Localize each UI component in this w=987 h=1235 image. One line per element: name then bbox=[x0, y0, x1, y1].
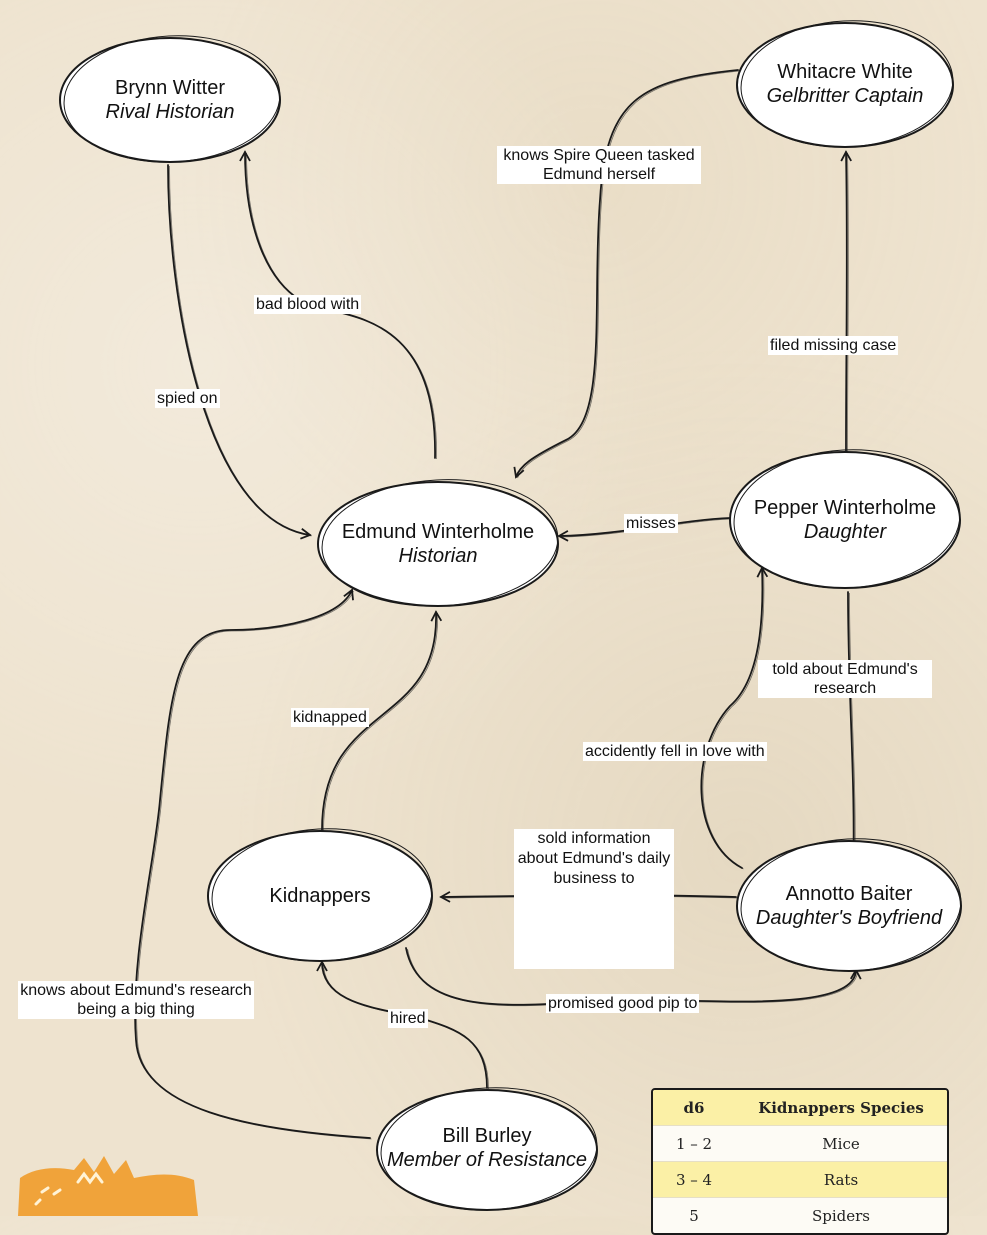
roll-cell: 3 – 4 bbox=[653, 1161, 735, 1198]
table-row: 3 – 4 Rats bbox=[653, 1161, 947, 1198]
orange-brush-logo-icon bbox=[18, 1156, 198, 1216]
node-role: Historian bbox=[398, 545, 478, 567]
node-name: Whitacre White bbox=[777, 61, 913, 83]
node-pepper[interactable]: Pepper Winterholme Daughter bbox=[730, 478, 960, 562]
node-role: Gelbritter Captain bbox=[766, 85, 924, 107]
node-edmund[interactable]: Edmund Winterholme Historian bbox=[318, 502, 558, 586]
roll-cell: 5 bbox=[653, 1197, 735, 1233]
column-header-d6: d6 bbox=[653, 1090, 735, 1126]
edge-sketch-kidnapped bbox=[323, 612, 438, 832]
node-sketch-pepper bbox=[733, 449, 961, 589]
node-role: Rival Historian bbox=[105, 101, 235, 123]
roll-cell: 1 – 2 bbox=[653, 1125, 735, 1162]
species-cell: Mice bbox=[735, 1125, 947, 1162]
node-shape-group bbox=[59, 20, 962, 1211]
edge-label-knows-queen: knows Spire Queen tasked Edmund herself bbox=[497, 146, 701, 184]
edge-label-spied-on: spied on bbox=[155, 389, 220, 408]
edge-kidnapped bbox=[321, 610, 443, 831]
node-name: Annotto Baiter bbox=[785, 883, 913, 905]
node-name: Bill Burley bbox=[442, 1125, 532, 1147]
edge-label-filed-missing: filed missing case bbox=[768, 336, 899, 355]
node-brynn[interactable]: Brynn Witter Rival Historian bbox=[60, 58, 280, 142]
node-sketch-whitacre bbox=[740, 20, 954, 148]
node-name: Kidnappers bbox=[269, 885, 371, 907]
table-header-row: d6 Kidnappers Species bbox=[653, 1090, 947, 1126]
node-sketch-annotto bbox=[740, 838, 962, 972]
node-bill[interactable]: Bill Burley Member of Resistance bbox=[372, 1106, 602, 1190]
edge-fell-in-love bbox=[700, 566, 769, 869]
species-table-grid: d6 Kidnappers Species 1 – 2 Mice 3 – 4 R… bbox=[653, 1090, 947, 1233]
node-name: Brynn Witter bbox=[114, 77, 226, 99]
edge-label-bad-blood: bad blood with bbox=[254, 295, 362, 314]
node-role: Daughter's Boyfriend bbox=[755, 907, 943, 929]
edge-label-misses: misses bbox=[624, 514, 678, 533]
edge-label-kidnapped: kidnapped bbox=[291, 708, 369, 727]
edge-knows-research bbox=[134, 588, 371, 1139]
node-sketch-brynn bbox=[63, 35, 281, 163]
edge-knows-queen bbox=[513, 69, 739, 479]
table-row: 1 – 2 Mice bbox=[653, 1125, 947, 1162]
edge-group bbox=[134, 69, 862, 1140]
node-name: Edmund Winterholme bbox=[341, 521, 535, 543]
edge-sketch-knows-queen bbox=[517, 70, 740, 479]
edge-sketch-spied-on bbox=[169, 165, 312, 537]
node-role: Member of Resistance bbox=[386, 1149, 588, 1171]
edge-label-knows-research: knows about Edmund's research being a bi… bbox=[18, 981, 254, 1019]
node-whitacre[interactable]: Whitacre White Gelbritter Captain bbox=[735, 42, 955, 126]
edge-sketch-filed-missing bbox=[847, 152, 849, 454]
edge-label-sold-info: sold information about Edmund's daily bu… bbox=[514, 829, 674, 969]
node-sketch-kidnappers bbox=[211, 828, 433, 962]
edge-label-hired: hired bbox=[388, 1009, 428, 1028]
node-sketch-bill bbox=[380, 1087, 598, 1211]
edge-label-fell-in-love: accidently fell in love with bbox=[583, 742, 767, 761]
node-kidnappers[interactable]: Kidnappers bbox=[210, 854, 430, 938]
edge-filed-missing bbox=[840, 150, 852, 453]
species-cell: Rats bbox=[735, 1161, 947, 1198]
edge-label-promised-pip: promised good pip to bbox=[546, 994, 700, 1013]
node-sketch-edmund bbox=[321, 479, 559, 607]
node-name: Pepper Winterholme bbox=[753, 497, 937, 519]
species-cell: Spiders bbox=[735, 1197, 947, 1233]
table-row: 5 Spiders bbox=[653, 1197, 947, 1233]
edge-label-told-about: told about Edmund's research bbox=[758, 660, 932, 698]
column-header-species: Kidnappers Species bbox=[735, 1090, 947, 1126]
node-role: Daughter bbox=[803, 521, 887, 543]
node-annotto[interactable]: Annotto Baiter Daughter's Boyfriend bbox=[734, 864, 964, 948]
kidnappers-species-table: d6 Kidnappers Species 1 – 2 Mice 3 – 4 R… bbox=[651, 1088, 949, 1235]
edge-sketch-fell-in-love bbox=[702, 568, 765, 870]
